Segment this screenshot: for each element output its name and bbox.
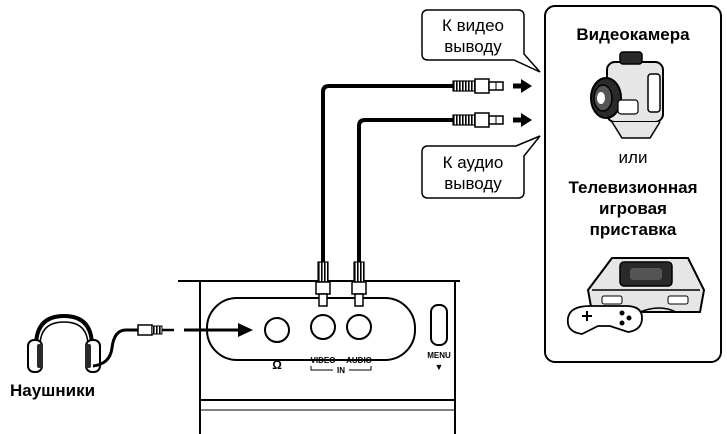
audio-output-callout: К аудио выводу bbox=[421, 135, 541, 199]
camcorder-icon bbox=[590, 51, 664, 139]
camcorder-label: Видеокамера bbox=[576, 25, 690, 44]
audio-in-label: AUDIO bbox=[346, 356, 372, 365]
menu-button[interactable] bbox=[430, 304, 448, 346]
source-device-panel: Видеокамера или Телевизионная игровая пр… bbox=[544, 5, 722, 363]
headphones-icon bbox=[27, 313, 101, 373]
video-output-callout: К видео выводу bbox=[421, 9, 541, 73]
headphone-cable bbox=[92, 323, 253, 368]
in-label: IN bbox=[337, 366, 345, 375]
video-callout-line2: выводу bbox=[444, 37, 502, 56]
video-cable bbox=[315, 78, 532, 307]
console-label-line1: Телевизионная bbox=[568, 178, 697, 197]
game-console-icon bbox=[566, 257, 706, 335]
headphone-jack[interactable] bbox=[264, 317, 290, 343]
menu-arrow-icon: ▼ bbox=[435, 362, 444, 372]
audio-callout-line1: К аудио bbox=[443, 153, 504, 172]
console-label-line3: приставка bbox=[590, 220, 677, 239]
menu-label: MENU bbox=[427, 351, 451, 360]
audio-cable bbox=[351, 112, 532, 307]
video-in-label: VIDEO bbox=[311, 356, 336, 365]
or-label: или bbox=[619, 148, 648, 167]
jack-panel: Ω VIDEO AUDIO IN MENU ▼ bbox=[206, 297, 451, 375]
console-label-line2: игровая bbox=[599, 199, 667, 218]
audio-callout-line2: выводу bbox=[444, 174, 502, 193]
audio-in-jack[interactable] bbox=[346, 314, 372, 340]
headphone-symbol: Ω bbox=[272, 358, 282, 372]
video-in-jack[interactable] bbox=[310, 314, 336, 340]
headphones-label: Наушники bbox=[10, 381, 95, 400]
video-callout-line1: К видео bbox=[442, 16, 504, 35]
